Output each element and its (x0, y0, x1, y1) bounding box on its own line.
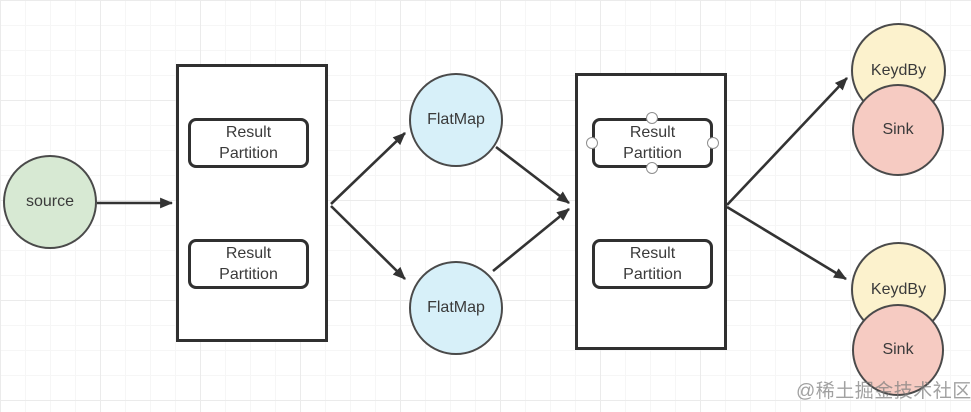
edge-taskbox2-to-keydby1[interactable] (726, 77, 848, 206)
edge-taskbox1-to-flatmap1[interactable] (330, 132, 406, 205)
selection-handle-right[interactable] (707, 137, 719, 149)
watermark-text: @稀土掘金技术社区 (796, 381, 971, 402)
flatmap-node-2[interactable]: FlatMap (409, 261, 503, 355)
result-partition-1[interactable]: Result Partition (188, 118, 309, 168)
result-partition-3[interactable]: Result Partition (592, 118, 713, 168)
sink-node-2[interactable]: Sink (852, 304, 944, 396)
result-partition-4[interactable]: Result Partition (592, 239, 713, 289)
edge-taskbox1-to-flatmap2[interactable] (330, 205, 406, 280)
source-node[interactable]: source (3, 155, 97, 249)
selection-handle-bottom[interactable] (646, 162, 658, 174)
edge-taskbox2-to-keydby2[interactable] (726, 205, 847, 281)
selection-handle-top[interactable] (646, 112, 658, 124)
sink-node-1[interactable]: Sink (852, 84, 944, 176)
selection-handle-left[interactable] (586, 137, 598, 149)
flatmap-node-1[interactable]: FlatMap (409, 73, 503, 167)
task-box-1[interactable] (176, 64, 328, 342)
edge-flatmap1-to-taskbox2[interactable] (495, 145, 570, 205)
result-partition-2[interactable]: Result Partition (188, 239, 309, 289)
edge-flatmap2-to-taskbox2[interactable] (492, 207, 570, 273)
